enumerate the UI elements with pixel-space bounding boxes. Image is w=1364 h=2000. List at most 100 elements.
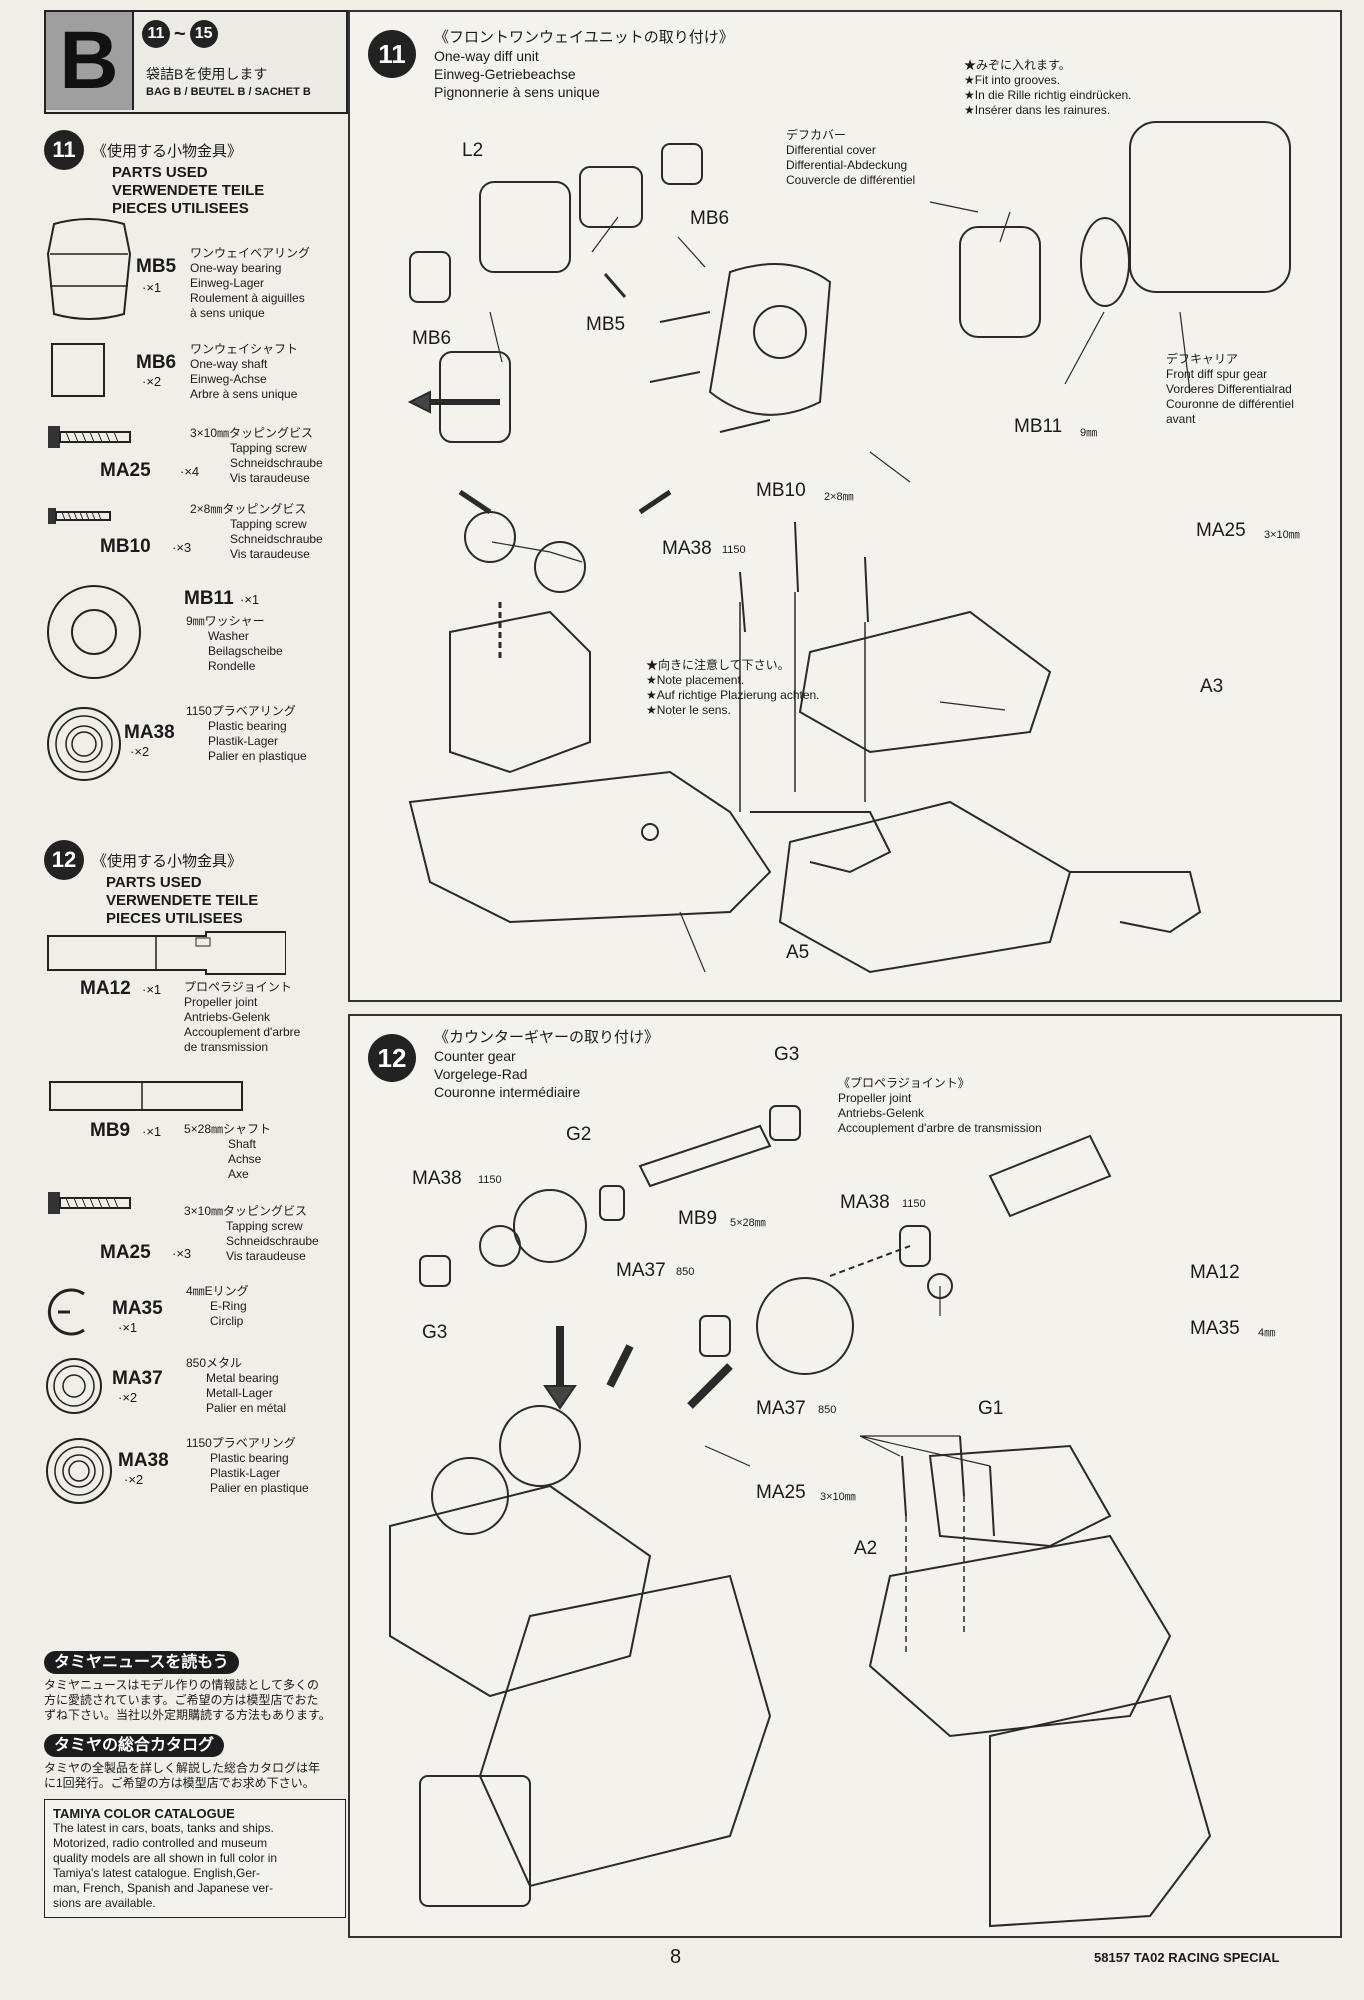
label-ma25-size: 3×10㎜ xyxy=(820,1491,856,1503)
note-line: ★Insérer dans les rainures. xyxy=(964,103,1111,117)
part-name-jp: ワンウェイベアリング xyxy=(190,246,311,260)
part-name-fr: Vis taraudeuse xyxy=(230,547,310,561)
note-jp: ★向きに注意して下さい。 xyxy=(646,658,790,672)
part-name-fr: Vis taraudeuse xyxy=(226,1249,306,1263)
part-name-de: Schneidschraube xyxy=(226,1234,319,1248)
step-12-panel: 12 《カウンターギヤーの取り付け》 Counter gear Vorgeleg… xyxy=(348,1014,1342,1938)
parts-heading-de: VERWENDETE TEILE xyxy=(112,182,265,199)
label-a5: A5 xyxy=(786,942,810,963)
part-name-jp: 850メタル xyxy=(186,1356,243,1370)
part-name-en: Washer xyxy=(208,629,249,643)
part-name-de: Plastik-Lager xyxy=(208,734,279,748)
part-name-en: Tapping screw xyxy=(226,1219,303,1233)
parts-heading-fr: PIECES UTILISEES xyxy=(106,910,243,927)
callout-line: Accouplement d'arbre de transmission xyxy=(838,1121,1042,1135)
step-title-fr: Pignonnerie à sens unique xyxy=(434,84,600,100)
callout-jp: 《プロペラジョイント》 xyxy=(838,1076,970,1090)
plastic-bearing-icon xyxy=(47,707,121,781)
shaft-icon xyxy=(49,1081,243,1111)
part-code: MB5 xyxy=(136,256,177,277)
note-jp: ★みぞに入れます。 xyxy=(964,58,1071,72)
part-name-de: Einweg-Lager xyxy=(190,276,265,290)
plastic-bearing-icon xyxy=(46,1438,112,1504)
part-qty: ·×3 xyxy=(172,1246,192,1261)
parts-heading-jp: 《使用する小物金具》 xyxy=(92,852,243,870)
part-code: MA25 xyxy=(100,1242,151,1263)
note-line: ★Note placement. xyxy=(646,673,745,687)
part-code: MB6 xyxy=(136,352,177,373)
part-name-fr: Accouplement d'arbre xyxy=(184,1025,301,1039)
step-11-diagram xyxy=(407,121,1291,974)
step-title-de: Vorgelege-Rad xyxy=(434,1066,528,1082)
part-row: MB11 ·×1 9㎜ワッシャー Washer Beilagscheibe Ro… xyxy=(44,580,344,690)
catalogue-line: に1回発行。ご希望の方は模型店でお求め下さい。 xyxy=(44,1776,315,1790)
range-separator: ~ xyxy=(174,22,186,45)
part-row: MB5 ·×1 ワンウェイベアリング One-way bearing Einwe… xyxy=(44,212,344,330)
part-name-fr: Roulement à aiguilles xyxy=(190,291,305,305)
part-name-jp: 9㎜ワッシャー xyxy=(186,614,265,628)
part-name-jp: 5×28㎜シャフト xyxy=(184,1122,272,1136)
part-row: MA37 ·×2 850メタル Metal bearing Metall-Lag… xyxy=(44,1356,344,1426)
news-line: ずね下さい。当社以外定期購読する方法もあります。 xyxy=(44,1708,331,1722)
label-ma25: MA25 xyxy=(1196,520,1246,541)
part-row: MB9 ·×1 5×28㎜シャフト Shaft Achse Axe xyxy=(44,1076,344,1181)
callout-line: Vorderes Differentialrad xyxy=(1166,382,1292,396)
label-mb10-size: 2×8㎜ xyxy=(824,491,854,503)
callout-line: Antriebs-Gelenk xyxy=(838,1106,925,1120)
label-a2: A2 xyxy=(854,1538,878,1559)
parts-step-badge: 12 xyxy=(44,840,84,880)
part-name-jp: ワンウェイシャフト xyxy=(190,342,299,356)
part-name-fr: Palier en plastique xyxy=(208,749,307,763)
part-name-jp: 2×8㎜タッピングビス xyxy=(190,502,307,516)
part-qty: ·×2 xyxy=(124,1472,144,1487)
part-name-fr: Rondelle xyxy=(208,659,256,673)
label-g3: G3 xyxy=(422,1322,448,1343)
part-code: MA35 xyxy=(112,1298,163,1319)
diff-carrier-callout: デフキャリア Front diff spur gear Vorderes Dif… xyxy=(1166,352,1294,427)
label-mb9: MB9 xyxy=(678,1208,718,1229)
label-ma38-size: 1150 xyxy=(478,1174,502,1186)
bag-sub: BAG B / BEUTEL B / SACHET B xyxy=(146,86,311,98)
part-code: MA12 xyxy=(80,978,131,999)
parts-heading-en: PARTS USED xyxy=(106,874,202,891)
tapping-screw-icon xyxy=(48,426,131,448)
part-name-en: Metal bearing xyxy=(206,1371,279,1385)
part-name-de: Plastik-Lager xyxy=(210,1466,281,1480)
label-ma25: MA25 xyxy=(756,1482,806,1503)
part-name-fr2: de transmission xyxy=(184,1040,269,1054)
part-row: MA25 ·×3 3×10㎜タッピングビス Tapping screw Schn… xyxy=(44,1186,344,1276)
label-ma35: MA35 xyxy=(1190,1318,1240,1339)
tapping-screw-icon xyxy=(48,508,111,524)
diff-cover-callout: デフカバー Differential cover Differential-Ab… xyxy=(786,128,915,188)
tamiya-news: タミヤニュースを読もう タミヤニュースはモデル作りの情報誌として多くの 方に愛読… xyxy=(44,1648,346,1918)
catalogue-text: quality models are all shown in full col… xyxy=(53,1851,278,1865)
catalogue-text: sions are available. xyxy=(53,1896,156,1910)
oneway-housing xyxy=(479,181,571,273)
parts-list-11: 11 《使用する小物金具》 PARTS USED VERWENDETE TEIL… xyxy=(44,130,344,218)
part-name-de: Schneidschraube xyxy=(230,456,323,470)
label-ma38: MA38 xyxy=(840,1192,890,1213)
part-row: MA38 ·×2 1150プラベアリング Plastic bearing Pla… xyxy=(44,1436,344,1516)
label-ma38-size: 1150 xyxy=(902,1198,926,1210)
note-line: ★In die Rille richtig eindrücken. xyxy=(964,88,1132,102)
step-title-de: Einweg-Getriebeachse xyxy=(434,66,576,82)
catalogue-line: タミヤの全製品を詳しく解説した総合カタログは年 xyxy=(44,1761,321,1775)
shaft-end-icon xyxy=(51,343,105,397)
step-title-en: Counter gear xyxy=(434,1048,516,1064)
part-name-en: Tapping screw xyxy=(230,441,307,455)
news-line: 方に愛読されています。ご希望の方は模型店でおた xyxy=(44,1693,319,1707)
parts-heading-en: PARTS USED xyxy=(112,164,208,181)
part-qty: ·×3 xyxy=(172,540,192,555)
callout-line: Propeller joint xyxy=(838,1091,912,1105)
part-name-en: One-way shaft xyxy=(190,357,268,371)
label-mb11-size: 9㎜ xyxy=(1080,427,1098,439)
part-qty: ·×2 xyxy=(130,744,150,759)
bag-jp: 袋詰Bを使用します xyxy=(146,66,268,82)
step-11-panel: 11 《フロントワンウェイユニットの取り付け》 One-way diff uni… xyxy=(348,10,1342,1002)
part-qty: ·×1 xyxy=(118,1320,138,1335)
catalogue-text: Tamiya's latest catalogue. English,Ger- xyxy=(53,1866,261,1880)
bearing-icon xyxy=(46,218,132,320)
step-title-fr: Couronne intermédiaire xyxy=(434,1084,581,1100)
step-title-jp: 《フロントワンウェイユニットの取り付け》 xyxy=(434,29,734,46)
note-line: ★Fit into grooves. xyxy=(964,73,1061,87)
